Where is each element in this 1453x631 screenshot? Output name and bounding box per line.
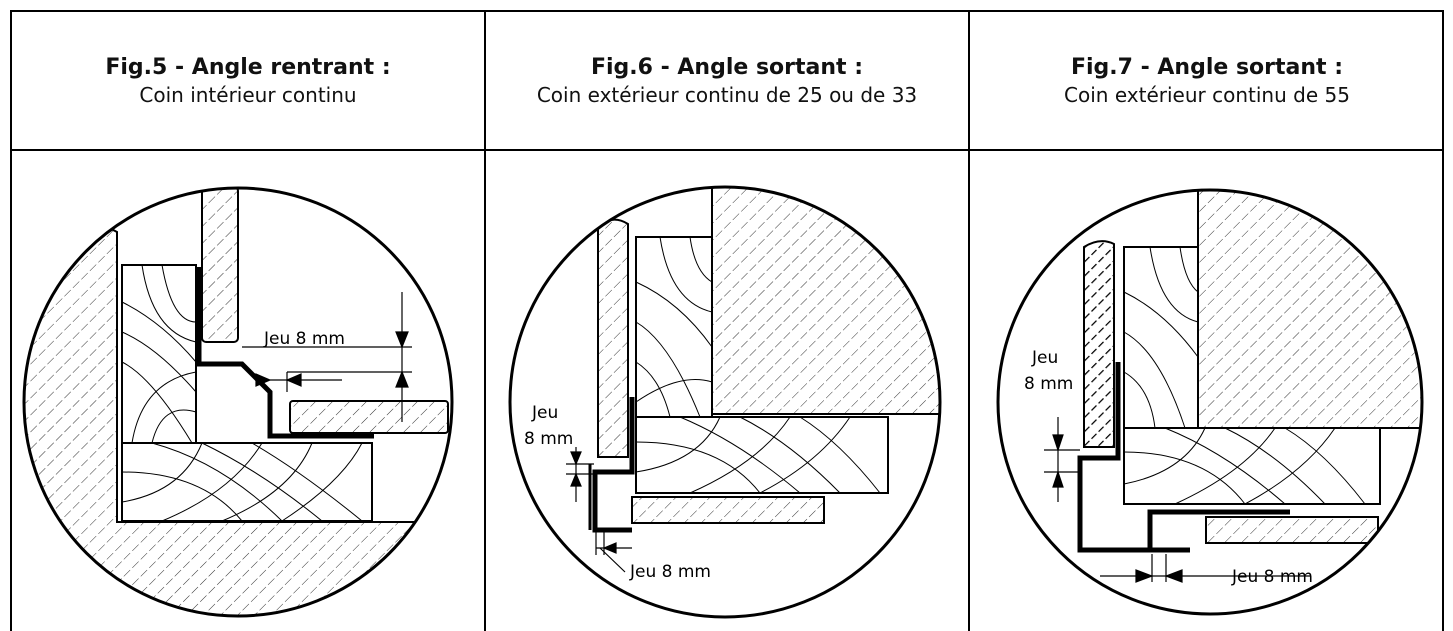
fig5-wood-block-horizontal: [121, 442, 373, 522]
column-divider: [484, 12, 486, 631]
fig7-corner-profile: [1077, 362, 1190, 553]
fig7-header: Fig.7 - Angle sortant : Coin extérieur c…: [970, 12, 1444, 149]
fig7-wood-grain-horizontal: [1123, 427, 1366, 505]
fig6-wood-block-horizontal: [635, 416, 889, 494]
fig6-gap-label-side-1: Jeu: [531, 403, 558, 423]
fig7-detail: [1077, 190, 1422, 553]
fig7-gap-label-side-2: 8 mm: [1024, 374, 1073, 394]
fig5-header: Fig.5 - Angle rentrant : Coin intérieur …: [12, 12, 484, 149]
fig6-panel-large: [711, 187, 940, 415]
fig6-corner-profile: [592, 397, 635, 533]
fig6-gap-label-side-2: 8 mm: [524, 429, 573, 449]
fig6-gap-label-bottom: Jeu 8 mm: [629, 562, 711, 582]
fig5-panel-vertical: [201, 188, 239, 343]
fig7-drawing: Jeu 8 mm Jeu 8 mm: [996, 188, 1424, 616]
fig6-dimensions: [566, 447, 632, 573]
fig6-subtitle: Coin extérieur continu de 25 ou de 33: [536, 82, 918, 107]
fig7-wood-block-horizontal: [1123, 427, 1381, 505]
fig6-wood-grain-horizontal: [635, 416, 881, 494]
fig7-gap-label-bottom: Jeu 8 mm: [1231, 567, 1313, 587]
fig7-dimensions: [1044, 417, 1310, 583]
fig7-panel-bottom: [1205, 516, 1379, 544]
fig7-panel-vertical: [1083, 240, 1115, 448]
fig7-title: Fig.7 - Angle sortant :: [1070, 54, 1344, 80]
fig6-drawing: Jeu 8 mm Jeu 8 mm: [508, 185, 942, 619]
fig5-wood-grain-vertical: [121, 264, 197, 444]
fig7-wood-block-vertical: [1123, 246, 1199, 429]
fig5-panel-horizontal: [289, 400, 449, 434]
fig6-panel-bottom: [631, 496, 825, 524]
fig5-wood-grain-horizontal: [121, 442, 363, 522]
fig6-header: Fig.6 - Angle sortant : Coin extérieur c…: [486, 12, 968, 149]
fig5-detail: [24, 188, 449, 616]
fig7-wood-grain-vertical: [1123, 246, 1199, 429]
fig6-detail-circle: [508, 185, 942, 619]
fig7-subtitle: Coin extérieur continu de 55: [1064, 82, 1350, 107]
column-divider: [968, 12, 970, 631]
fig5-wood-block-vertical: [121, 264, 197, 444]
fig6-panel-vertical: [597, 218, 629, 458]
figure-table: Fig.5 - Angle rentrant : Coin intérieur …: [10, 10, 1444, 631]
fig5-title: Fig.5 - Angle rentrant :: [105, 54, 391, 80]
fig5-gap-label: Jeu 8 mm: [263, 329, 345, 349]
fig5-detail-circle: [22, 186, 454, 618]
fig5-drawing: Jeu 8 mm: [22, 186, 454, 618]
fig5-dimension: [242, 292, 412, 422]
fig5-subtitle: Coin intérieur continu: [139, 82, 357, 107]
fig6-title: Fig.6 - Angle sortant :: [590, 54, 864, 80]
fig7-gap-label-side-1: Jeu: [1031, 348, 1058, 368]
fig6-detail: [588, 187, 940, 533]
fig7-panel-large: [1197, 190, 1422, 429]
fig6-wood-block-vertical: [635, 236, 713, 418]
fig6-wood-grain-vertical: [635, 236, 713, 418]
fig7-detail-circle: [996, 188, 1424, 616]
header-divider: [12, 149, 1442, 151]
